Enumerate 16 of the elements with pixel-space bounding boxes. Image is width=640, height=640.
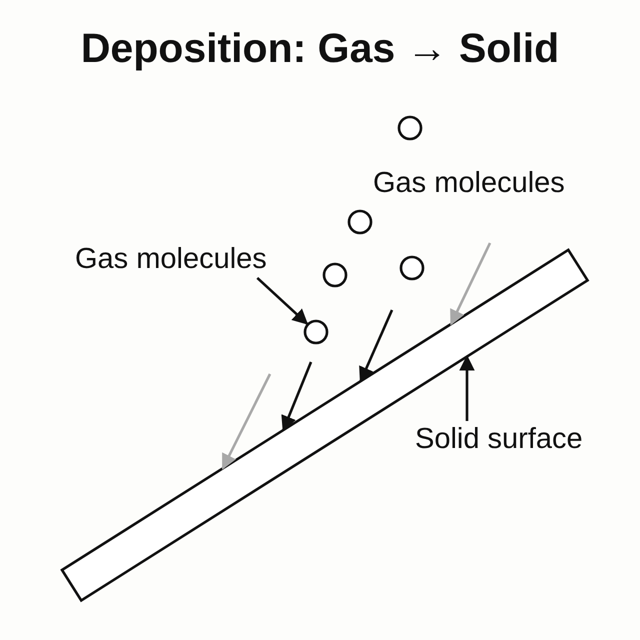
- surface-plate: [60, 248, 590, 602]
- arrow: [222, 373, 272, 470]
- callout-label: Gas molecules: [75, 244, 267, 276]
- callout-label: Solid surface: [415, 424, 583, 456]
- arrow: [281, 362, 312, 432]
- title: Deposition: Gas → Solid: [80, 26, 560, 72]
- arrow: [450, 242, 492, 326]
- molecule-circle: [322, 262, 348, 288]
- leader-line: [256, 276, 308, 325]
- arrow: [359, 309, 394, 383]
- callout-label: Gas molecules: [373, 168, 565, 200]
- molecule-circle: [400, 256, 424, 280]
- molecule-circle: [348, 210, 372, 234]
- molecule-circle: [398, 116, 422, 140]
- leader-line: [459, 355, 475, 421]
- molecule-circle: [304, 320, 328, 344]
